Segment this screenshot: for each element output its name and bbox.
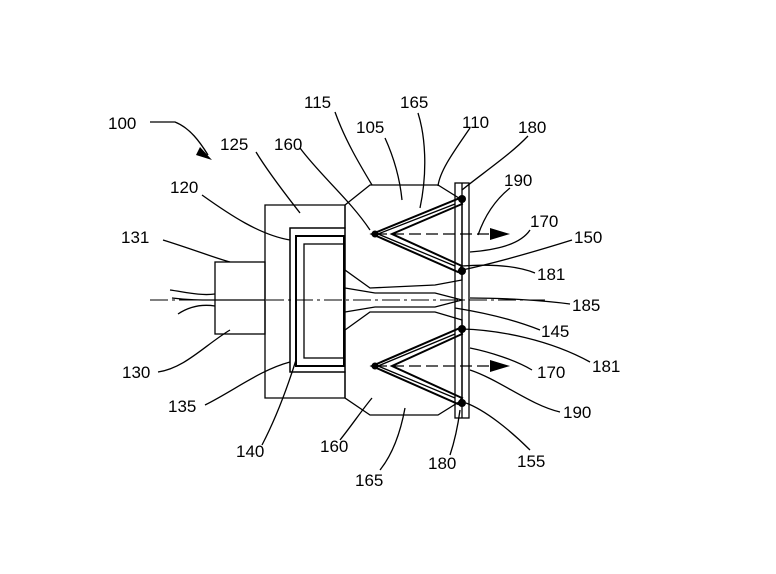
ref-190-bottom: 190 — [563, 403, 591, 422]
ref-120: 120 — [170, 178, 198, 197]
ref-125: 125 — [220, 135, 248, 154]
ref-160-bottom: 160 — [320, 437, 348, 456]
middle-channel — [344, 287, 463, 313]
jet-arrows — [375, 228, 510, 372]
upper-charge — [344, 184, 464, 289]
ref-140: 140 — [236, 442, 264, 461]
rear-connector — [214, 261, 266, 335]
ref-185: 185 — [572, 296, 600, 315]
ref-190-top: 190 — [504, 171, 532, 190]
leader-lines — [157, 111, 591, 471]
ref-110: 110 — [462, 113, 489, 132]
ref-180-bottom: 180 — [428, 454, 456, 473]
ref-145: 145 — [541, 322, 569, 341]
ref-165-bottom: 165 — [355, 471, 383, 490]
ref-165-top: 165 — [400, 93, 428, 112]
ref-arrow-100 — [150, 121, 212, 160]
ref-170-bottom: 170 — [537, 363, 565, 382]
ref-115: 115 — [304, 93, 331, 112]
ref-181-top: 181 — [537, 265, 565, 284]
ref-155: 155 — [517, 452, 545, 471]
ref-135: 135 — [168, 397, 196, 416]
ref-160-top: 160 — [274, 135, 302, 154]
outer-housing — [264, 204, 346, 399]
ref-181-bottom: 181 — [592, 357, 620, 376]
ref-130: 130 — [122, 363, 150, 382]
lower-charge — [344, 311, 464, 416]
ref-131: 131 — [121, 228, 149, 247]
ref-170-top: 170 — [530, 212, 558, 231]
ref-100: 100 — [108, 114, 136, 133]
ref-150: 150 — [574, 228, 602, 247]
reference-numerals: 100 115 165 105 110 180 125 160 190 120 … — [108, 93, 620, 490]
ref-180-top: 180 — [518, 118, 546, 137]
ref-105: 105 — [356, 118, 384, 137]
cable-wires — [169, 289, 216, 315]
